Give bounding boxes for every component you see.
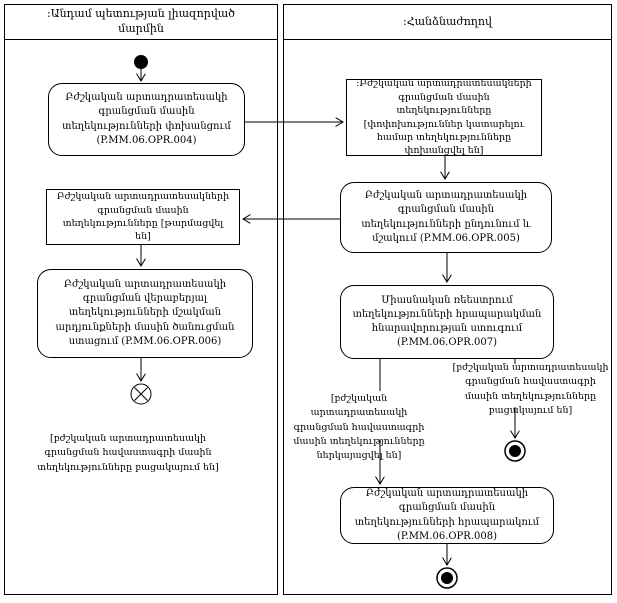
activity-receive-process-info-opr005: Բժշկական արտադրատեսակի գրանցման մասին տե… [340,182,552,253]
swimlane-commission [283,4,612,595]
guard-certificate-info-absent-left: [բժշկական արտադրատեսակի գրանցման հավաստա… [37,433,219,473]
object-node-info-updated: Բժշկական արտադրատեսակների գրանցման մասին… [46,189,240,245]
activity-publish-info-opr008: Բժշկական արտադրատեսակի գրանցման մասին տե… [340,487,554,544]
object-node-info-for-changes: :Բժշկական արտադրատեսակների գրանցման մասի… [346,78,542,156]
guard-certificate-info-absent-right: [բժշկական արտադրատեսակի գրանցման հավաստա… [452,362,609,416]
swimlane-header-commission: :Հանձնաժողով [284,5,611,40]
swimlane-header-authorized-body: :Անդամ պետության լիազորված մարմին [5,5,277,40]
swimlane-authorized-body [4,4,278,595]
activity-receive-notification-opr006: Բժշկական արտադրատեսակի գրանցման վերաբերյ… [37,269,253,358]
activity-transfer-info-opr004: Բժշկական արտադրատեսակի գրանցման մասին տե… [48,83,245,156]
guard-certificate-info-submitted: [բժշկական արտադրատեսակի գրանցման հավաստա… [293,393,425,461]
activity-check-publication-opr007: Միասնական ռեեստրում տեղեկությունների հրա… [340,285,554,359]
